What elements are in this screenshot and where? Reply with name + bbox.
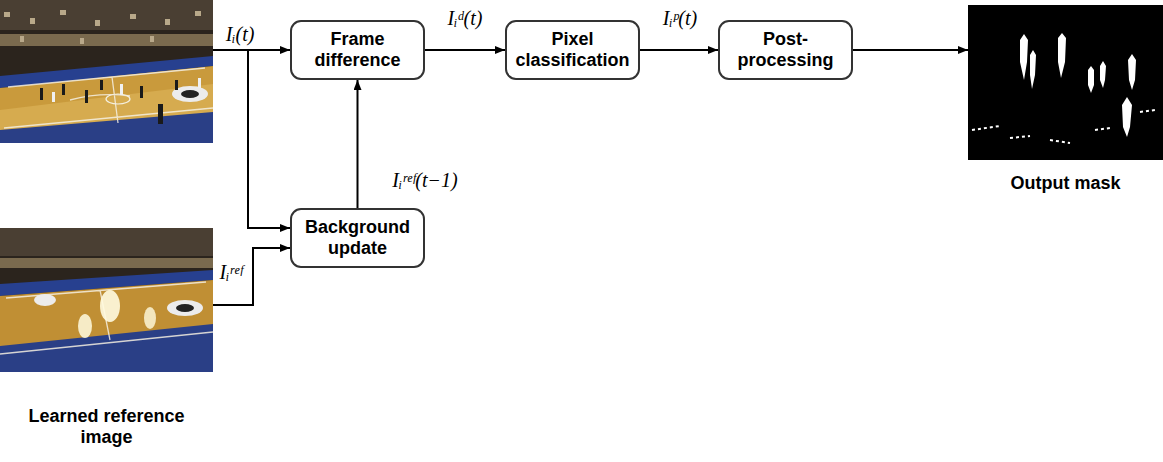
output-mask-picture <box>968 5 1163 160</box>
image-caption: Learned reference image <box>27 406 187 447</box>
court-apron <box>0 112 213 143</box>
center-circle <box>106 94 130 104</box>
court-floor <box>0 66 213 143</box>
signal-label: Iᵢ(t) <box>226 23 255 45</box>
crowd <box>4 10 201 44</box>
court-lines <box>4 68 213 128</box>
players-light <box>52 78 201 102</box>
crowd-band <box>0 34 213 46</box>
mask-ground <box>968 5 1163 160</box>
center-logo-core <box>176 304 194 312</box>
flow-arrow <box>425 49 505 51</box>
input-branch-wire <box>248 50 290 228</box>
court-floor-light <box>0 84 213 143</box>
image-caption: Output mask <box>971 173 1161 194</box>
players <box>40 80 178 124</box>
light-reflection <box>144 307 156 329</box>
flow-arrow <box>853 49 968 51</box>
photo-ground <box>0 228 213 372</box>
signal-label: Iᵢʳᵉᶠ <box>220 261 243 283</box>
reference-photo <box>0 228 213 372</box>
process-box: Background update <box>290 208 425 268</box>
flow-arrow <box>357 80 359 208</box>
box-label: Frame difference <box>296 29 419 70</box>
foreground-blobs <box>1020 33 1136 137</box>
noise-specks <box>972 110 1155 143</box>
box-label: Pixel classification <box>511 29 634 70</box>
court-apron <box>0 324 213 372</box>
light-reflection <box>78 314 92 338</box>
signal-label: Iᵢᵈ(t) <box>448 7 483 29</box>
center-logo <box>167 300 203 316</box>
input-frame-photo <box>0 0 213 143</box>
court-lines <box>0 282 213 354</box>
signal-label: Iᵢʳᵉᶠ(t−1) <box>392 169 457 191</box>
process-box: Post- processing <box>718 20 853 80</box>
side-logo <box>34 294 56 306</box>
process-box: Pixel classification <box>505 20 640 80</box>
output-image: Output mask <box>968 5 1163 197</box>
reference-image: Learned reference image <box>0 228 213 454</box>
box-label: Background update <box>296 217 419 258</box>
signal-label: Iᵢᵖ(t) <box>663 7 697 29</box>
stands <box>0 0 213 30</box>
center-logo-core <box>181 90 199 98</box>
photo-ground <box>0 0 213 143</box>
stands <box>0 228 213 256</box>
input-wire <box>213 49 290 51</box>
crowd-band <box>0 258 213 268</box>
court-floor <box>0 280 213 372</box>
process-box: Frame difference <box>290 20 425 80</box>
light-reflection <box>100 290 120 322</box>
flow-arrow <box>640 49 718 51</box>
flow-arrow <box>213 248 290 305</box>
box-label: Post- processing <box>724 29 847 70</box>
